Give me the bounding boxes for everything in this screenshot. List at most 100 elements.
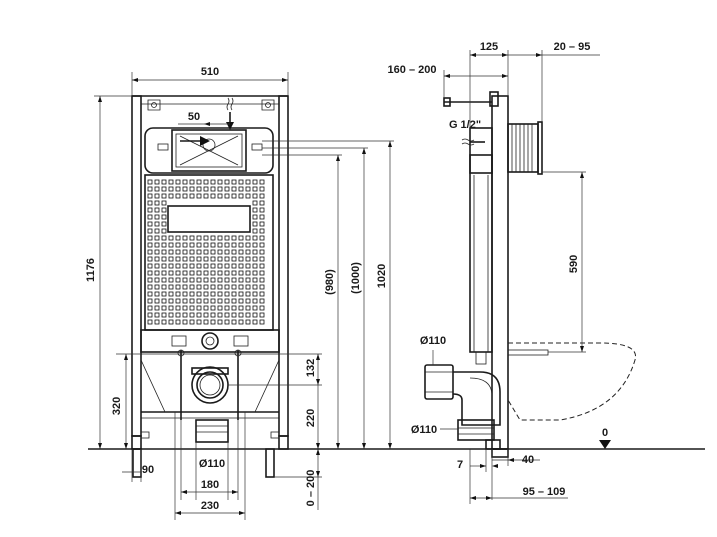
grid-cell — [189, 235, 195, 241]
grid-cell — [203, 270, 209, 276]
grid-cell — [252, 214, 258, 220]
grid-cell — [231, 284, 237, 290]
grid-cell — [175, 319, 181, 325]
grid-cell — [203, 193, 209, 199]
grid-cell — [259, 263, 265, 269]
grid-cell — [210, 242, 216, 248]
grid-cell — [224, 235, 230, 241]
grid-cell — [217, 242, 223, 248]
dim-180: 180 — [201, 479, 219, 491]
grid-cell — [147, 207, 153, 213]
grid-cell — [231, 256, 237, 262]
grid-cell — [210, 305, 216, 311]
grid-cell — [238, 284, 244, 290]
grid-cell — [161, 256, 167, 262]
side-pipe-inlet — [424, 364, 454, 400]
grid-cell — [238, 263, 244, 269]
grid-cell — [154, 207, 160, 213]
grid-cell — [259, 291, 265, 297]
grid-cell — [231, 186, 237, 192]
grid-cell — [161, 200, 167, 206]
grid-cell — [224, 312, 230, 318]
grid-cell — [224, 263, 230, 269]
grid-cell — [161, 214, 167, 220]
dim-320: 320 — [111, 397, 123, 415]
grid-cell — [231, 270, 237, 276]
grid-cell — [252, 270, 258, 276]
grid-cell — [147, 249, 153, 255]
grid-cell — [203, 179, 209, 185]
grid-cell — [147, 256, 153, 262]
grid-cell — [196, 263, 202, 269]
grid-cell — [168, 193, 174, 199]
drain-outlet — [195, 419, 229, 443]
grid-cell — [259, 179, 265, 185]
grid-cell — [168, 242, 174, 248]
grid-cell — [210, 277, 216, 283]
grid-cell — [224, 284, 230, 290]
grid-cell — [259, 298, 265, 304]
grid-cell — [182, 298, 188, 304]
cistern-window — [167, 205, 251, 233]
grid-cell — [245, 235, 251, 241]
grid-cell — [175, 270, 181, 276]
grid-cell — [154, 256, 160, 262]
flush-plate-opening — [171, 129, 247, 172]
grid-cell — [196, 242, 202, 248]
grid-cell — [154, 186, 160, 192]
grid-cell — [154, 242, 160, 248]
grid-cell — [245, 298, 251, 304]
grid-cell — [245, 284, 251, 290]
grid-cell — [189, 193, 195, 199]
grid-cell — [224, 193, 230, 199]
grid-cell — [147, 305, 153, 311]
grid-cell — [175, 284, 181, 290]
grid-cell — [189, 242, 195, 248]
grid-cell — [182, 312, 188, 318]
grid-cell — [238, 277, 244, 283]
grid-cell — [196, 305, 202, 311]
grid-cell — [154, 193, 160, 199]
grid-cell — [259, 249, 265, 255]
grid-cell — [245, 319, 251, 325]
dim-510: 510 — [201, 66, 219, 78]
grid-cell — [245, 305, 251, 311]
grid-cell — [147, 228, 153, 234]
grid-cell — [238, 193, 244, 199]
grid-cell — [161, 249, 167, 255]
grid-cell — [154, 270, 160, 276]
grid-cell — [182, 319, 188, 325]
grid-cell — [161, 270, 167, 276]
grid-cell — [217, 284, 223, 290]
grid-cell — [168, 291, 174, 297]
grid-cell — [161, 193, 167, 199]
grid-cell — [245, 249, 251, 255]
dim-dia110-front: Ø110 — [199, 458, 225, 470]
grid-cell — [245, 312, 251, 318]
grid-cell — [224, 305, 230, 311]
grid-cell — [189, 305, 195, 311]
grid-cell — [147, 298, 153, 304]
grid-cell — [147, 263, 153, 269]
grid-cell — [203, 312, 209, 318]
grid-cell — [196, 270, 202, 276]
dim-20-95: 20 – 95 — [554, 41, 591, 53]
grid-cell — [168, 186, 174, 192]
grid-cell — [210, 312, 216, 318]
grid-cell — [196, 284, 202, 290]
grid-cell — [196, 235, 202, 241]
cistern-upper-box — [144, 127, 274, 174]
grid-cell — [252, 228, 258, 234]
grid-cell — [182, 291, 188, 297]
grid-cell — [203, 277, 209, 283]
grid-cell — [245, 256, 251, 262]
grid-cell — [259, 284, 265, 290]
grid-cell — [224, 277, 230, 283]
grid-cell — [189, 291, 195, 297]
grid-cell — [259, 193, 265, 199]
floor-zero-marker — [599, 440, 611, 449]
grid-cell — [259, 214, 265, 220]
grid-cell — [175, 249, 181, 255]
